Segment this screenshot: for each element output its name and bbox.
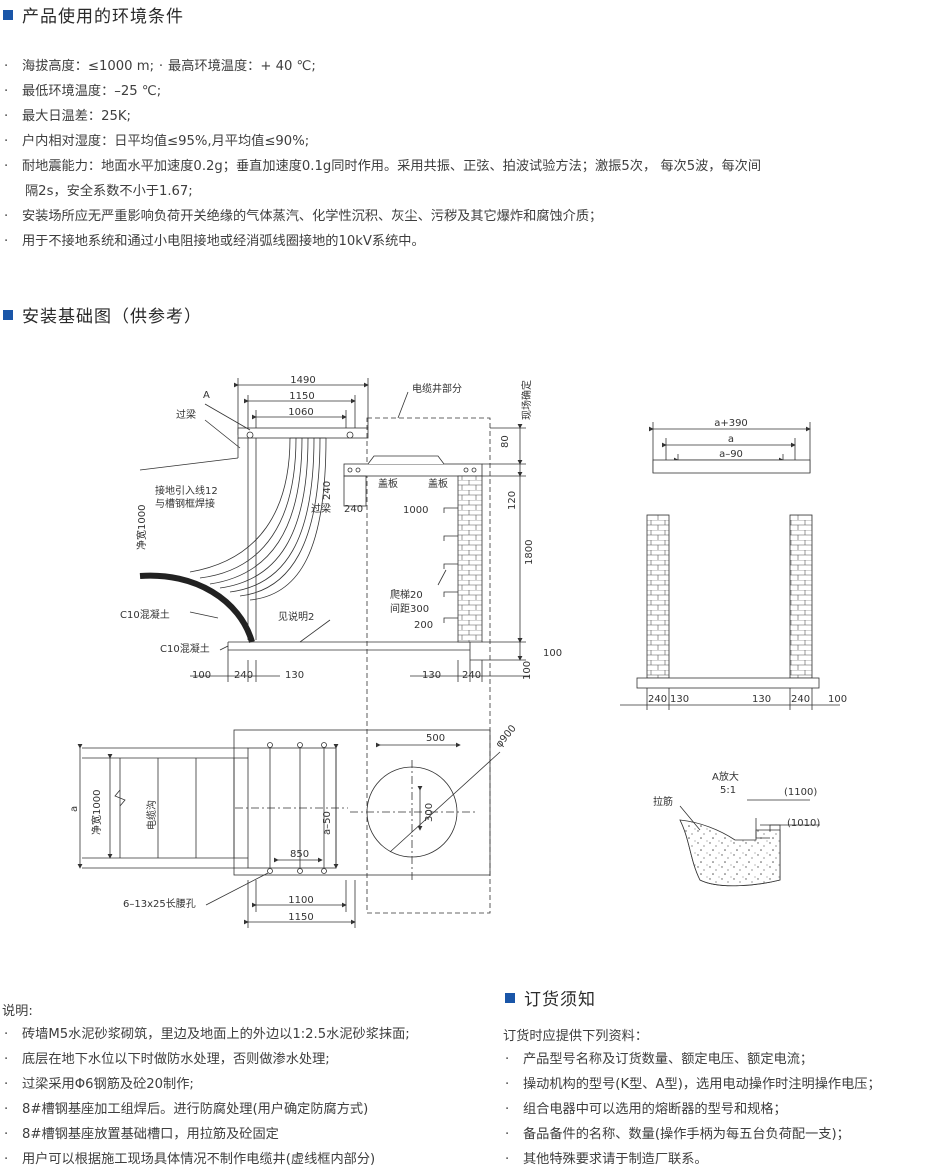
list-item: ·耐地震能力：地面水平加速度0.2g；垂直加速度0.1g同时作用。采用共振、正弦… [4,159,762,174]
dim-100-right: 100 [543,648,562,659]
dim-a: a [728,434,734,445]
label-c10-2: C10混凝土 [160,642,210,655]
heading-square-icon [3,9,13,20]
list-item: ·砖墙M5水泥砂浆砌筑，里边及地面上的外边以1:2.5水泥砂浆抹面; [4,1027,410,1042]
dim-240-el: 240 [648,694,667,705]
list-item: ·用于不接地系统和通过小电阻接地或经消弧线圈接地的10kV系统中。 [4,234,425,249]
order-title: 订货须知 [524,990,596,1010]
label-clear-width-plan: 净宽1000 [90,790,103,835]
list-item: ·过梁采用Φ6钢筋及砼20制作; [4,1077,194,1092]
label-clear-width: 净宽1000 [135,505,148,550]
foundation-title: 安装基础图（供参考） [22,307,202,327]
label-cable-trench: 电缆沟 [145,800,158,830]
dim-240-br: 240 [462,670,481,681]
dim-a390: a+390 [714,418,748,429]
list-item: ·海拔高度：≤1000 m;·最高环境温度：+ 40 ℃; [4,59,316,74]
list-item: ·8#槽钢基座加工组焊后。进行防腐处理(用户确定防腐方式) [4,1102,369,1117]
label-cover-2: 盖板 [428,477,448,490]
dim-200: 200 [414,620,433,631]
env-heading: 产品使用的环境条件 [3,2,184,27]
dim-1150-plan: 1150 [288,912,313,923]
dim-500: 500 [426,733,445,744]
dim-phi900: φ900 [494,723,519,750]
dim-130-br: 130 [422,670,441,681]
list-item: ·底层在地下水位以下时做防水处理，否则做渗水处理; [4,1052,330,1067]
label-rebar: 拉筋 [653,795,673,808]
dim-240-bl: 240 [234,670,253,681]
dim-a90: a–90 [719,449,743,460]
dim-130-er: 130 [752,694,771,705]
list-item: ·其他特殊要求请于制造厂联系。 [505,1152,708,1167]
label-cover-1: 盖板 [378,477,398,490]
label-site-fixed: 现场确定 [520,380,533,420]
order-heading: 订货须知 [505,985,596,1010]
dim-1100p: (1100) [784,787,817,798]
label-a: A [203,390,210,401]
env-title: 产品使用的环境条件 [22,7,184,27]
dim-1150: 1150 [289,391,314,402]
list-item: 隔2s，安全系数不小于1.67; [25,184,193,199]
notes-title: 说明: [2,1004,33,1019]
env-list: ·海拔高度：≤1000 m;·最高环境温度：+ 40 ℃; ·最低环境温度：–2… [4,54,761,254]
order-list: ·产品型号名称及订货数量、额定电压、额定电流； ·操动机构的型号(K型、A型)，… [505,1047,881,1172]
dim-1490: 1490 [290,375,315,386]
dim-240-v: 240 [322,481,333,500]
dim-850: 850 [290,849,309,860]
list-item: ·最大日温差：25K; [4,109,131,124]
label-slots: 6–13x25长腰孔 [123,898,196,910]
label-beam-2: 过梁 [311,502,331,515]
list-item: ·户内相对湿度：日平均值≤95%,月平均值≤90%; [4,134,310,149]
dim-300: 300 [424,803,435,822]
label-beam: 过梁 [176,408,196,421]
dim-100-v: 100 [522,661,533,680]
dim-80: 80 [500,435,511,448]
order-intro: 订货时应提供下列资料： [503,1029,649,1044]
heading-square-icon [505,992,515,1003]
dim-130-bl: 130 [285,670,304,681]
heading-square-icon [3,309,13,320]
dim-a50: a–50 [322,811,333,835]
notes-list: ·砖墙M5水泥砂浆砌筑，里边及地面上的外边以1:2.5水泥砂浆抹面; ·底层在地… [4,1022,410,1172]
label-see-note: 见说明2 [278,610,314,623]
dim-100-er: 100 [828,694,847,705]
dim-1060: 1060 [288,407,313,418]
label-spacing: 间距300 [390,602,429,615]
list-item: ·产品型号名称及订货数量、额定电压、额定电流； [505,1052,814,1067]
list-item: ·8#槽钢基座放置基础槽口，用拉筋及砼固定 [4,1127,279,1142]
list-item: ·安装场所应无严重影响负荷开关绝缘的气体蒸汽、化学性沉积、灰尘、污秽及其它爆炸和… [4,209,603,224]
list-item: ·用户可以根据施工现场具体情况不制作电缆井(虚线框内部分) [4,1152,376,1167]
label-a-zoom: A放大 [712,770,739,783]
label-ground-lead: 接地引入线12 [155,484,218,497]
label-c10-1: C10混凝土 [120,608,170,621]
dim-240-er: 240 [791,694,810,705]
list-item: ·最低环境温度：–25 ℃; [4,84,162,99]
dim-a-plan: a [69,806,80,812]
dim-130-el: 130 [670,694,689,705]
dim-1000: 1000 [403,505,428,516]
dim-1800: 1800 [524,540,535,565]
dim-100-bl: 100 [192,670,211,681]
foundation-drawing: 1490 1150 1060 A 过梁 电缆井部分 现场确定 80 120 18… [69,375,847,928]
foundation-heading: 安装基础图（供参考） [3,302,202,327]
label-ladder: 爬梯20 [390,588,423,601]
dim-120: 120 [507,491,518,510]
list-item: ·组合电器中可以选用的熔断器的型号和规格； [505,1102,787,1117]
label-scale: 5:1 [720,785,736,796]
dim-1100: 1100 [288,895,313,906]
list-item: ·备品备件的名称、数量(操作手柄为每五台负荷配一支)； [505,1127,850,1142]
dim-240-h: 240 [344,504,363,515]
dim-1010p: (1010) [787,818,820,829]
label-cable-well: 电缆井部分 [412,382,462,395]
label-weld: 与槽钢框焊接 [155,497,215,510]
list-item: ·操动机构的型号(K型、A型)，选用电动操作时注明操作电压； [505,1077,881,1092]
